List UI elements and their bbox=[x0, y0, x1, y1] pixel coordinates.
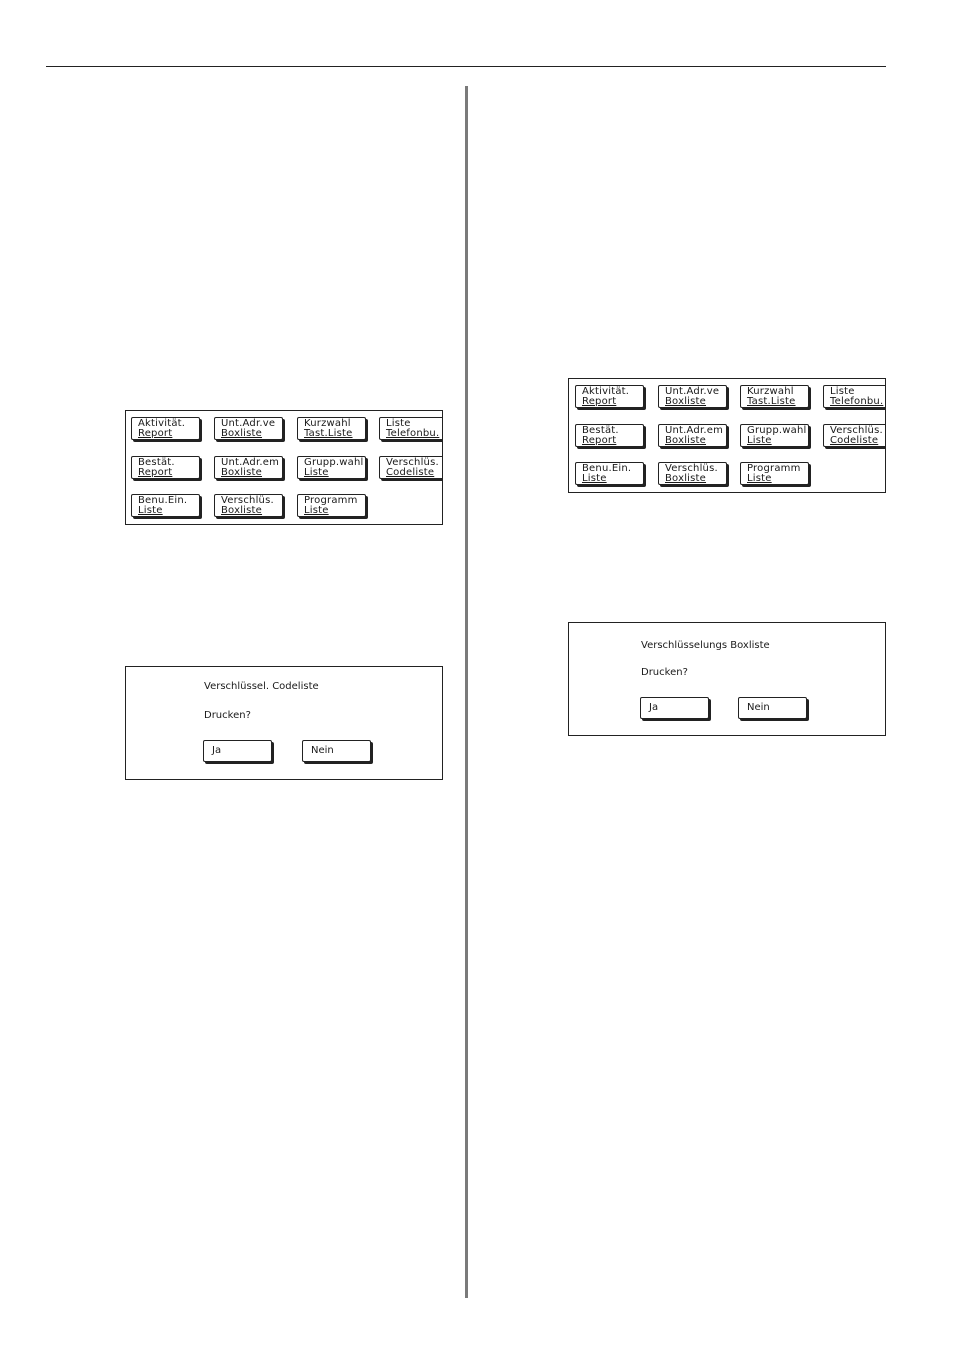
confirm-title: Verschlüssel. Codeliste bbox=[204, 681, 319, 692]
confirm-title: Verschlüsselungs Boxliste bbox=[641, 640, 770, 651]
confirmation-report-button[interactable]: Bestät.Report bbox=[131, 456, 200, 479]
yes-button[interactable]: Ja bbox=[203, 740, 272, 762]
encryption-codelist-button[interactable]: Verschlüs.Codeliste bbox=[379, 456, 442, 479]
no-button[interactable]: Nein bbox=[738, 697, 807, 719]
header-rule bbox=[46, 66, 886, 67]
encryption-codelist-button[interactable]: Verschlüs.Codeliste bbox=[823, 424, 885, 447]
yes-button[interactable]: Ja bbox=[640, 697, 709, 719]
activity-report-button[interactable]: Aktivität.Report bbox=[575, 385, 644, 408]
confirm-question: Drucken? bbox=[641, 667, 688, 678]
print-confirm-screen-left: Verschlüssel. Codeliste Drucken? Ja Nein bbox=[125, 666, 443, 780]
confirmation-report-button[interactable]: Bestät.Report bbox=[575, 424, 644, 447]
column-divider bbox=[465, 86, 468, 1298]
encryption-boxlist-button[interactable]: Verschlüs.Boxliste bbox=[658, 462, 727, 485]
confirm-question: Drucken? bbox=[204, 710, 251, 721]
user-settings-list-button[interactable]: Benu.Ein.Liste bbox=[131, 494, 200, 517]
no-button[interactable]: Nein bbox=[302, 740, 371, 762]
user-settings-list-button[interactable]: Benu.Ein.Liste bbox=[575, 462, 644, 485]
print-confirm-screen-right: Verschlüsselungs Boxliste Drucken? Ja Ne… bbox=[568, 622, 886, 736]
encryption-boxlist-button[interactable]: Verschlüs.Boxliste bbox=[214, 494, 283, 517]
activity-report-button[interactable]: Aktivität.Report bbox=[131, 417, 200, 440]
